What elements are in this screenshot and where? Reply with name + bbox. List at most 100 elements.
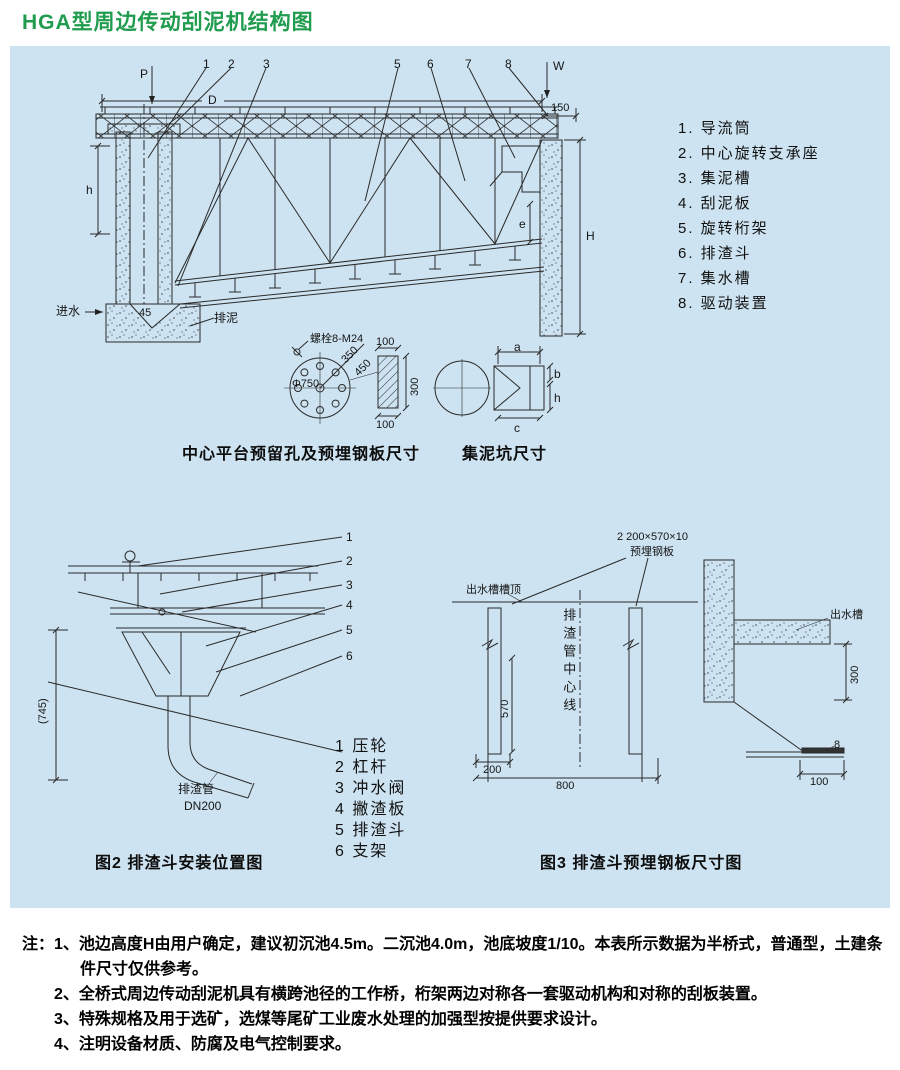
dim-label-150: 150 <box>551 102 570 114</box>
diagram-panel: 1 2 3 5 6 7 8 P W D 150 h H e 45 进水 排泥 1… <box>10 46 890 908</box>
center-platform-detail <box>284 340 410 424</box>
fig2-legend-1: 1 压轮 <box>335 738 389 755</box>
embedded-plate-left <box>487 607 502 755</box>
dim-100-floor: 100 <box>810 776 829 788</box>
legend-item-7: 7. 集水槽 <box>678 270 752 287</box>
page-title: HGA型周边传动刮泥机结构图 <box>22 11 314 34</box>
center-column-wall <box>115 131 131 305</box>
dim-300-plate: 300 <box>409 377 421 396</box>
fig2-callout-5: 5 <box>346 623 353 637</box>
pipe-size-label: DN200 <box>184 799 222 813</box>
center-detail-caption: 中心平台预留孔及预埋钢板尺寸 <box>182 446 421 463</box>
notes-prefix: 注： <box>22 936 55 953</box>
pressure-wheel <box>124 550 136 562</box>
note-item-4: 4、注明设备材质、防腐及电气控制要求。 <box>54 1036 351 1053</box>
legend-item-1: 1. 导流筒 <box>678 120 752 137</box>
callout-leaders <box>147 67 549 287</box>
note-item-1: 1、池边高度H由用户确定，建议初沉池4.5m。二沉池4.0m，池底坡度1/10。… <box>54 936 883 978</box>
legend-item-5: 5. 旋转桁架 <box>678 220 769 237</box>
channel-top-label: 出水槽槽顶 <box>466 584 521 596</box>
fig2-callout-2: 2 <box>346 554 353 568</box>
callout-2: 2 <box>228 57 235 71</box>
note-line-1: 注：1、池边高度H由用户确定，建议初沉池4.5m。二沉池4.0m，池底坡度1/1… <box>22 932 884 982</box>
dim-200: 200 <box>483 764 502 776</box>
sludge-discharge-label: 排泥 <box>214 311 239 325</box>
legend-item-4: 4. 刮泥板 <box>678 195 752 212</box>
pit-detail-caption: 集泥坑尺寸 <box>462 446 548 463</box>
dim-745: (745) <box>37 698 49 724</box>
callout-3: 3 <box>263 57 270 71</box>
figure3-drawing <box>452 557 852 784</box>
tank-floor-line <box>47 681 343 753</box>
note-item-3: 3、特殊规格及用于选矿，选煤等尾矿工业废水处理的加强型按提供要求设计。 <box>54 1011 607 1028</box>
plate-qty-size-label: 2 200×570×10 <box>617 531 688 543</box>
pit-dim-a: a <box>514 340 521 354</box>
dim-label-P: P <box>140 67 149 81</box>
sludge-leader <box>189 317 215 327</box>
dim-570: 570 <box>499 699 511 718</box>
dim-label-W: W <box>553 59 565 73</box>
main-drawing <box>85 62 586 343</box>
rotating-truss <box>174 137 543 298</box>
outlet-channel-label: 出水槽 <box>830 609 863 621</box>
embedded-plate-right <box>628 607 643 755</box>
notes-section: 注：1、池边高度H由用户确定，建议初沉池4.5m。二沉池4.0m，池底坡度1/1… <box>0 932 900 1057</box>
dim-label-e: e <box>519 217 526 231</box>
legend-item-2: 2. 中心旋转支承座 <box>678 145 820 162</box>
scum-hopper <box>121 631 241 697</box>
channel-slab <box>733 619 831 645</box>
scraper-blades <box>189 246 521 298</box>
wall-section <box>703 559 735 703</box>
figure2-caption: 图2 排渣斗安装位置图 <box>95 855 264 872</box>
dim-8: 8 <box>834 739 841 751</box>
pipe-centerline-label: 排渣管中心线 <box>561 608 577 716</box>
tank-wall <box>539 139 563 337</box>
engineering-drawing-svg <box>47 62 852 799</box>
legend-item-3: 3. 集泥槽 <box>678 170 752 187</box>
angle-45-label: 45 <box>139 307 152 319</box>
callout-8: 8 <box>505 57 512 71</box>
dim-label-D: D <box>208 93 217 107</box>
dim-label-H: H <box>586 229 595 243</box>
plate-label-leaders <box>511 557 649 607</box>
figure2-drawing <box>47 536 343 799</box>
plate-name-label: 预埋钢板 <box>630 546 674 558</box>
floor-embedded-plate <box>801 747 845 754</box>
fig2-callout-1: 1 <box>346 530 353 544</box>
fig2-legend-3: 3 冲水阀 <box>335 780 407 797</box>
inlet-label: 进水 <box>56 304 81 318</box>
legend-item-6: 6. 排渣斗 <box>678 245 752 262</box>
pit-dim-c: c <box>514 421 520 435</box>
embedded-plate-section <box>377 355 399 409</box>
callout-6: 6 <box>427 57 434 71</box>
callout-7: 7 <box>465 57 472 71</box>
discharge-pipe <box>167 696 249 799</box>
effluent-trough <box>501 145 540 193</box>
pit-dim-b: b <box>554 367 561 381</box>
figure2-legend: 1 压轮 2 杠杆 3 冲水阀 4 撇渣板 5 排渣斗 6 支架 <box>335 736 406 862</box>
callout-5: 5 <box>394 57 401 71</box>
sludge-pit <box>128 303 182 329</box>
fig2-callout-6: 6 <box>346 649 353 663</box>
note-item-2: 2、全桥式周边传动刮泥机具有横跨池径的工作桥，桁架两边对称各一套驱动机构和对称的… <box>54 986 767 1003</box>
figure3-caption: 图3 排渣斗预埋钢板尺寸图 <box>540 855 743 872</box>
fig2-legend-5: 5 排渣斗 <box>335 822 407 839</box>
callout-1: 1 <box>203 57 210 71</box>
dim-100-bottom: 100 <box>376 419 395 431</box>
dim-label-h: h <box>86 183 93 197</box>
pit-dim-h: h <box>554 391 561 405</box>
dim-800: 800 <box>556 780 575 792</box>
bolt-spec-label: 螺栓8-M24 <box>310 333 364 345</box>
diameter-label: Φ750 <box>292 378 320 390</box>
mud-pit-detail <box>433 346 554 422</box>
parts-legend: 1. 导流筒 2. 中心旋转支承座 3. 集泥槽 4. 刮泥板 5. 旋转桁架 … <box>678 116 820 316</box>
fig2-legend-4: 4 撇渣板 <box>335 801 407 818</box>
fig2-callout-4: 4 <box>346 598 353 612</box>
dim-100-top: 100 <box>376 336 395 348</box>
fig2-callout-3: 3 <box>346 578 353 592</box>
dim-300-wall: 300 <box>849 665 861 684</box>
fig2-legend-6: 6 支架 <box>335 843 389 860</box>
fig2-legend-2: 2 杠杆 <box>335 759 389 776</box>
legend-item-8: 8. 驱动装置 <box>678 295 769 312</box>
